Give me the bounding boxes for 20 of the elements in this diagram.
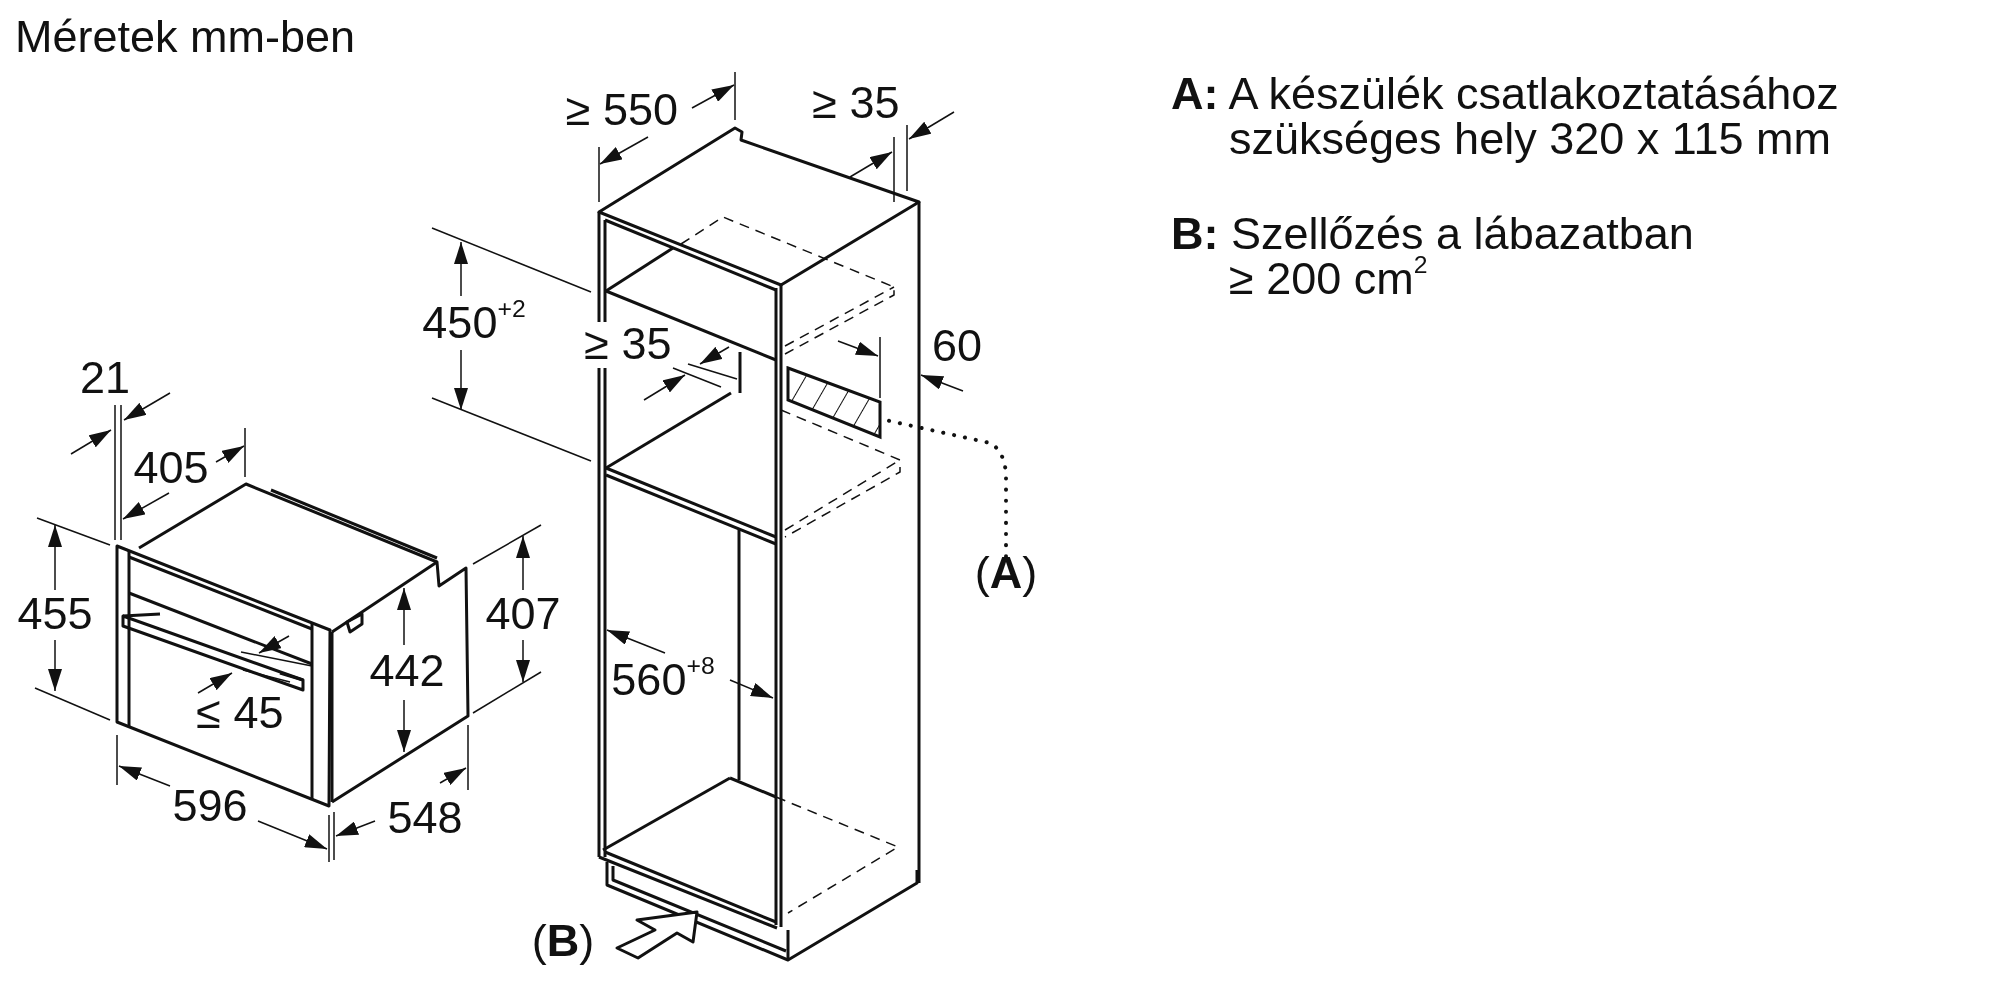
hatched-area [786,366,882,440]
dimension-value: ≥ 35 [584,319,672,369]
dimension-value: 407 [485,589,561,639]
dimension-value: ≤ 45 [196,688,284,738]
dimension-value: 560$^{+8}$ [611,655,715,705]
dimension-value: 442 [369,646,445,696]
dimension-value: ≥ 35 [812,78,900,128]
title: Méretek mm-ben [15,12,356,62]
callout-label: (B) [531,916,595,966]
dimension-value: 405 [133,443,209,493]
dimension-value: 455 [17,589,93,639]
dimension-value: 596 [172,781,248,831]
note-text: A: A készülék csatlakoztatásához szükséges hely 320 x 115 mm [1171,71,1840,161]
callout-label: (A) [974,548,1038,598]
dimension-value: 21 [79,353,131,403]
dimension-value: 60 [931,321,983,371]
dimension-value: ≥ 550 [565,85,679,135]
dimension-value: 548 [387,793,463,843]
note-text: B: Szellőzés a lábazatban ≥ 200 cm$^{2}$ [1171,211,1695,306]
dimension-value: 450$^{+2}$ [422,298,526,348]
